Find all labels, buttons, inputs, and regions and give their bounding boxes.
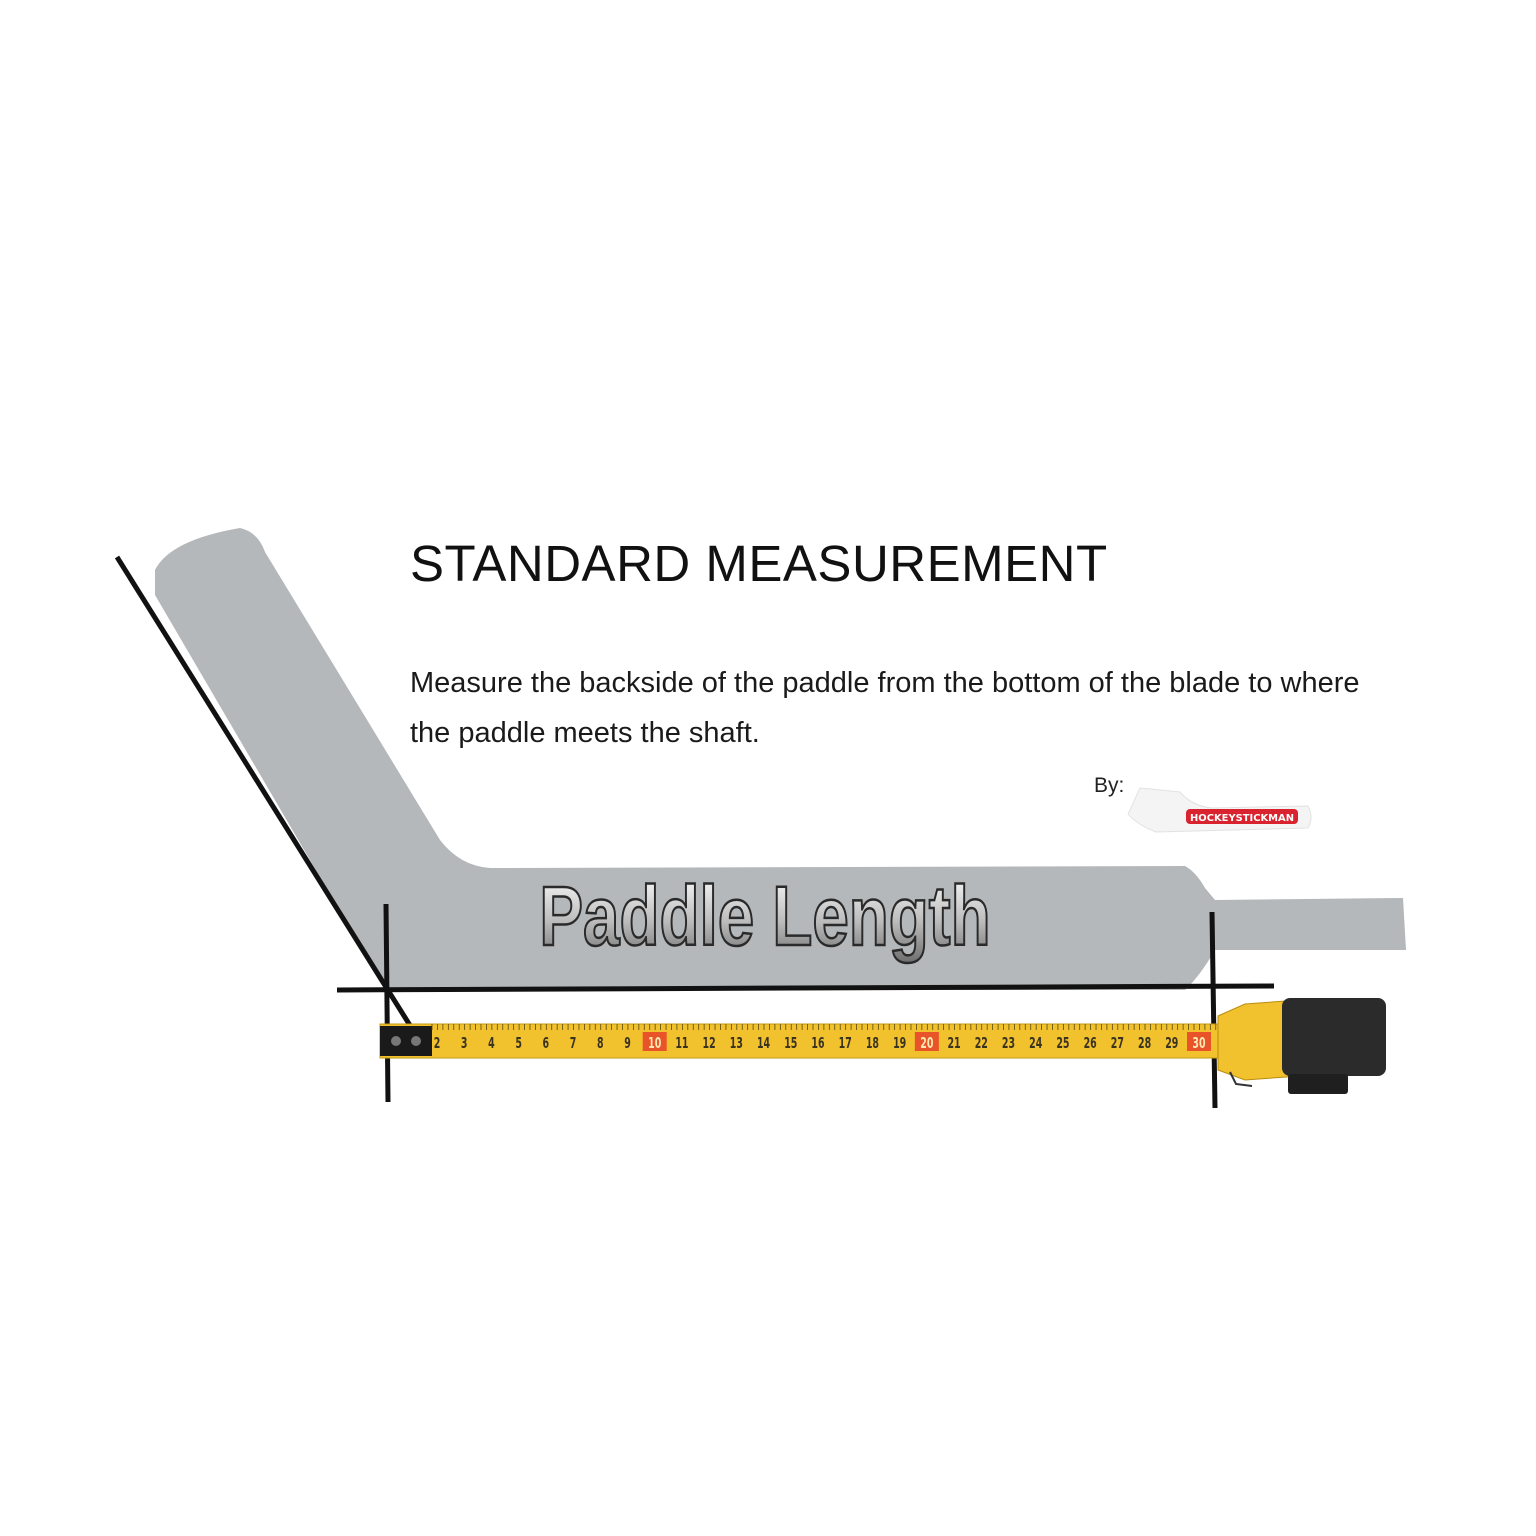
tape-number: 6 xyxy=(543,1035,550,1052)
tape-number: 13 xyxy=(730,1035,743,1052)
blade-edge-line xyxy=(114,555,419,1037)
tape-number: 25 xyxy=(1056,1035,1069,1052)
tape-number: 10 xyxy=(648,1035,661,1052)
tape-number: 29 xyxy=(1165,1035,1178,1052)
tape-number: 24 xyxy=(1029,1035,1042,1052)
tape-number: 19 xyxy=(893,1035,906,1052)
tape-number: 14 xyxy=(757,1035,770,1052)
tape-number: 3 xyxy=(461,1035,468,1052)
tape-number: 2 xyxy=(434,1035,441,1052)
paddle-length-line xyxy=(336,983,1275,993)
tape-highlight-box xyxy=(914,1032,939,1051)
tape-number: 11 xyxy=(675,1035,688,1052)
tape-number: 9 xyxy=(624,1035,631,1052)
tape-case-clip xyxy=(1288,1074,1348,1094)
start-marker-line xyxy=(383,903,391,1103)
tape-number: 4 xyxy=(488,1035,495,1052)
tape-number: 22 xyxy=(975,1035,988,1052)
tape-number: 30 xyxy=(1192,1035,1205,1052)
tape-number: 18 xyxy=(866,1035,879,1052)
tape-number: 15 xyxy=(784,1035,797,1052)
tape-number: 20 xyxy=(920,1035,933,1052)
tape-case-lock xyxy=(1229,1071,1253,1087)
tape-number: 21 xyxy=(948,1035,961,1052)
tape-number: 12 xyxy=(703,1035,716,1052)
goalie-stick-shape xyxy=(155,528,1406,990)
end-marker-line xyxy=(1209,911,1218,1109)
tape-number: 27 xyxy=(1111,1035,1124,1052)
instructions-text: Measure the backside of the paddle from … xyxy=(410,667,1360,749)
hockeystickman-logo: HOCKEYSTICKMAN xyxy=(1127,787,1312,833)
tape-hook-rivet-icon xyxy=(411,1036,421,1046)
tape-highlight-box xyxy=(1187,1032,1211,1051)
tape-number: 17 xyxy=(839,1035,852,1052)
tape-number: 16 xyxy=(811,1035,824,1052)
svg-text:HOCKEYSTICKMAN: HOCKEYSTICKMAN xyxy=(1190,813,1294,824)
byline-label: By: xyxy=(1094,774,1125,797)
tape-number: 28 xyxy=(1138,1035,1151,1052)
tape-hook-rivet-icon xyxy=(391,1036,401,1046)
tape-number: 23 xyxy=(1002,1035,1015,1052)
tape-number: 26 xyxy=(1084,1035,1097,1052)
tape-number: 5 xyxy=(515,1035,522,1052)
paddle-length-label: Paddle Length xyxy=(539,869,990,963)
tape-number: 8 xyxy=(597,1035,604,1052)
tape-case-body xyxy=(1282,998,1386,1076)
tape-number: 7 xyxy=(570,1035,577,1052)
tape-highlight-box xyxy=(642,1032,667,1051)
page-title: STANDARD MEASUREMENT xyxy=(410,535,1108,592)
tape-hook xyxy=(380,1026,432,1056)
tape-tick-marks xyxy=(431,1024,1217,1030)
